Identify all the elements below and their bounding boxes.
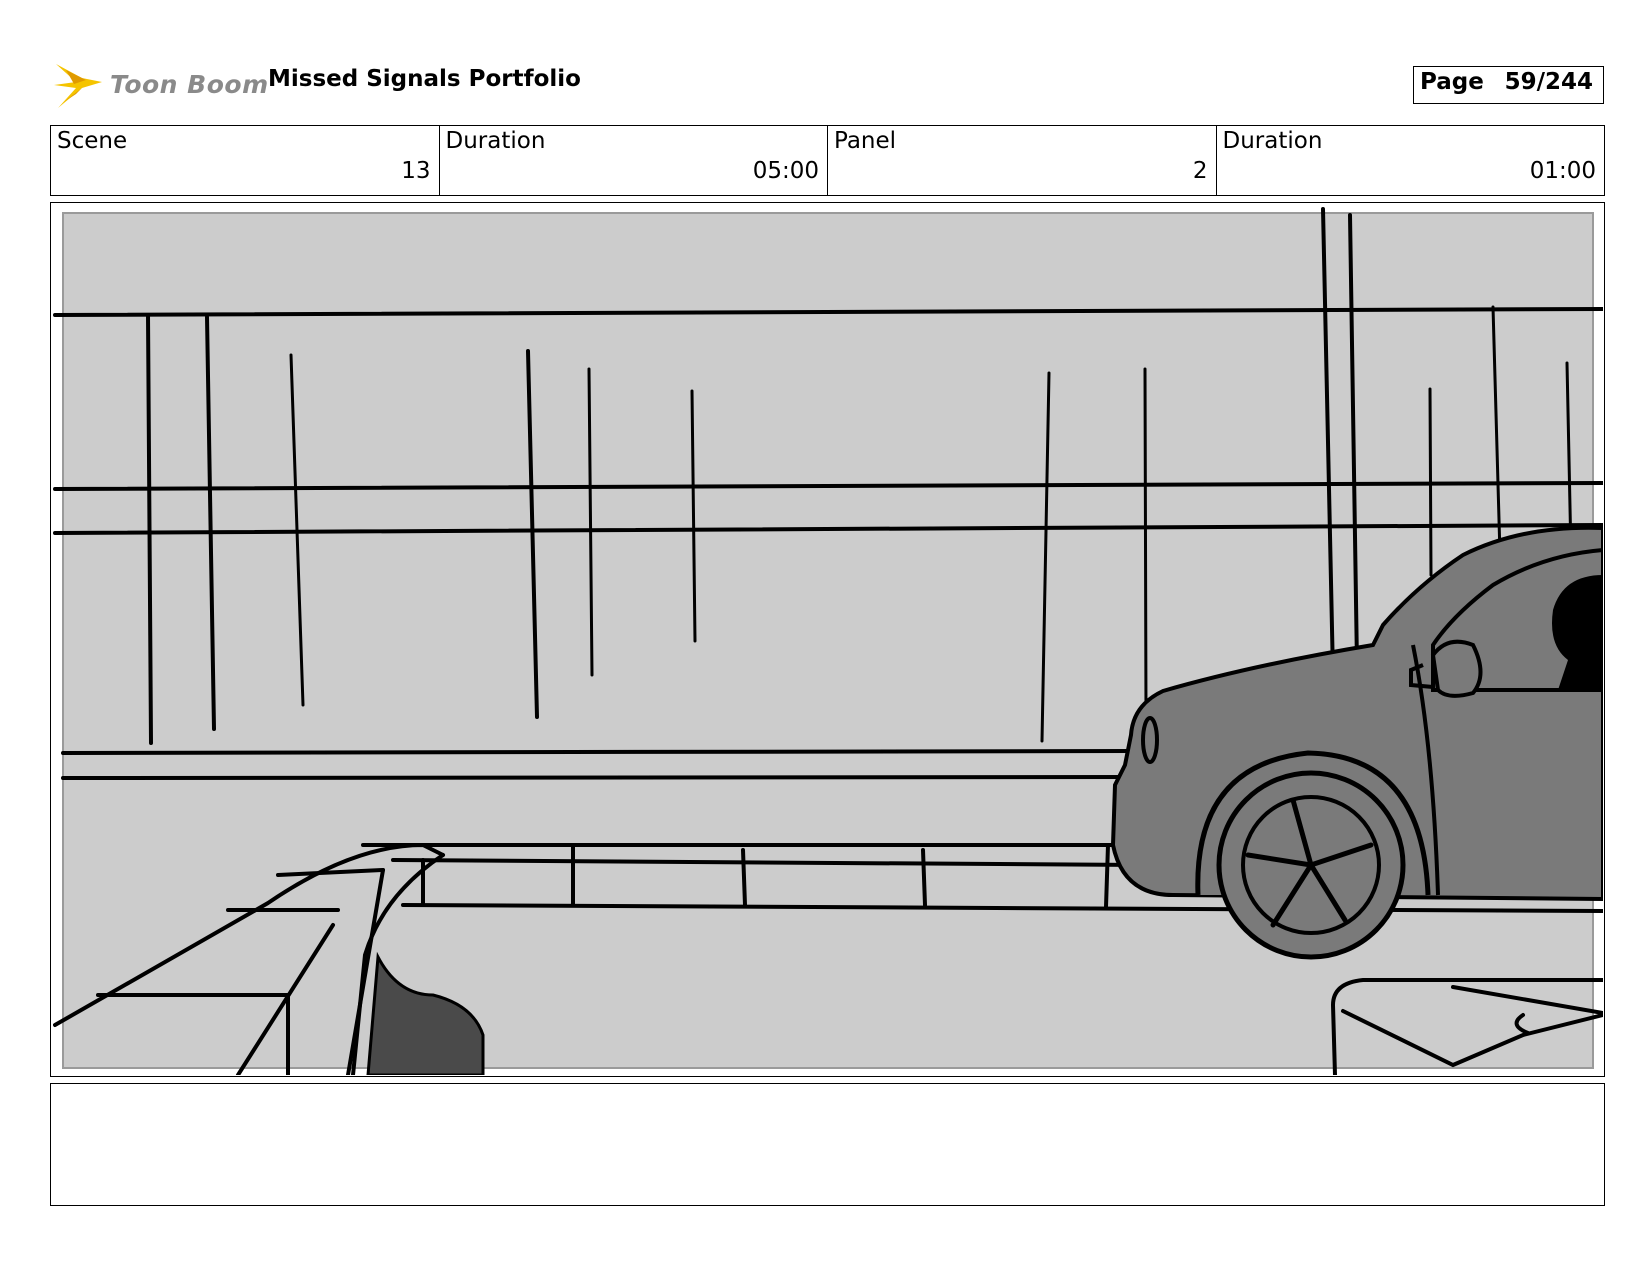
scene-cell: Scene 13 — [51, 126, 440, 195]
panel-cell: Panel 2 — [828, 126, 1217, 195]
project-title: Missed Signals Portfolio — [268, 66, 581, 92]
scene-label: Scene — [57, 128, 128, 154]
page-indicator: Page 59/244 — [1413, 66, 1604, 104]
panel-notes-box — [50, 1083, 1605, 1206]
panel-duration-value: 01:00 — [1529, 158, 1596, 184]
panel-label: Panel — [834, 128, 897, 154]
scene-duration-cell: Duration 05:00 — [440, 126, 828, 195]
page-value: 59/244 — [1504, 69, 1593, 95]
page-label: Page — [1420, 69, 1484, 95]
scene-duration-value: 05:00 — [752, 158, 819, 184]
scene-duration-label: Duration — [445, 128, 546, 154]
scene-value: 13 — [401, 158, 431, 184]
storyboard-panel — [50, 202, 1605, 1077]
logo-wordmark: Toon Boom — [110, 70, 269, 99]
panel-duration-cell: Duration 01:00 — [1217, 126, 1605, 195]
toon-boom-logo-icon — [54, 64, 102, 108]
panel-value: 2 — [1192, 158, 1208, 184]
panel-duration-label: Duration — [1222, 128, 1323, 154]
scene-info-row: Scene 13 Duration 05:00 Panel 2 Duration… — [50, 125, 1605, 196]
panel-sketch-image — [53, 205, 1603, 1075]
